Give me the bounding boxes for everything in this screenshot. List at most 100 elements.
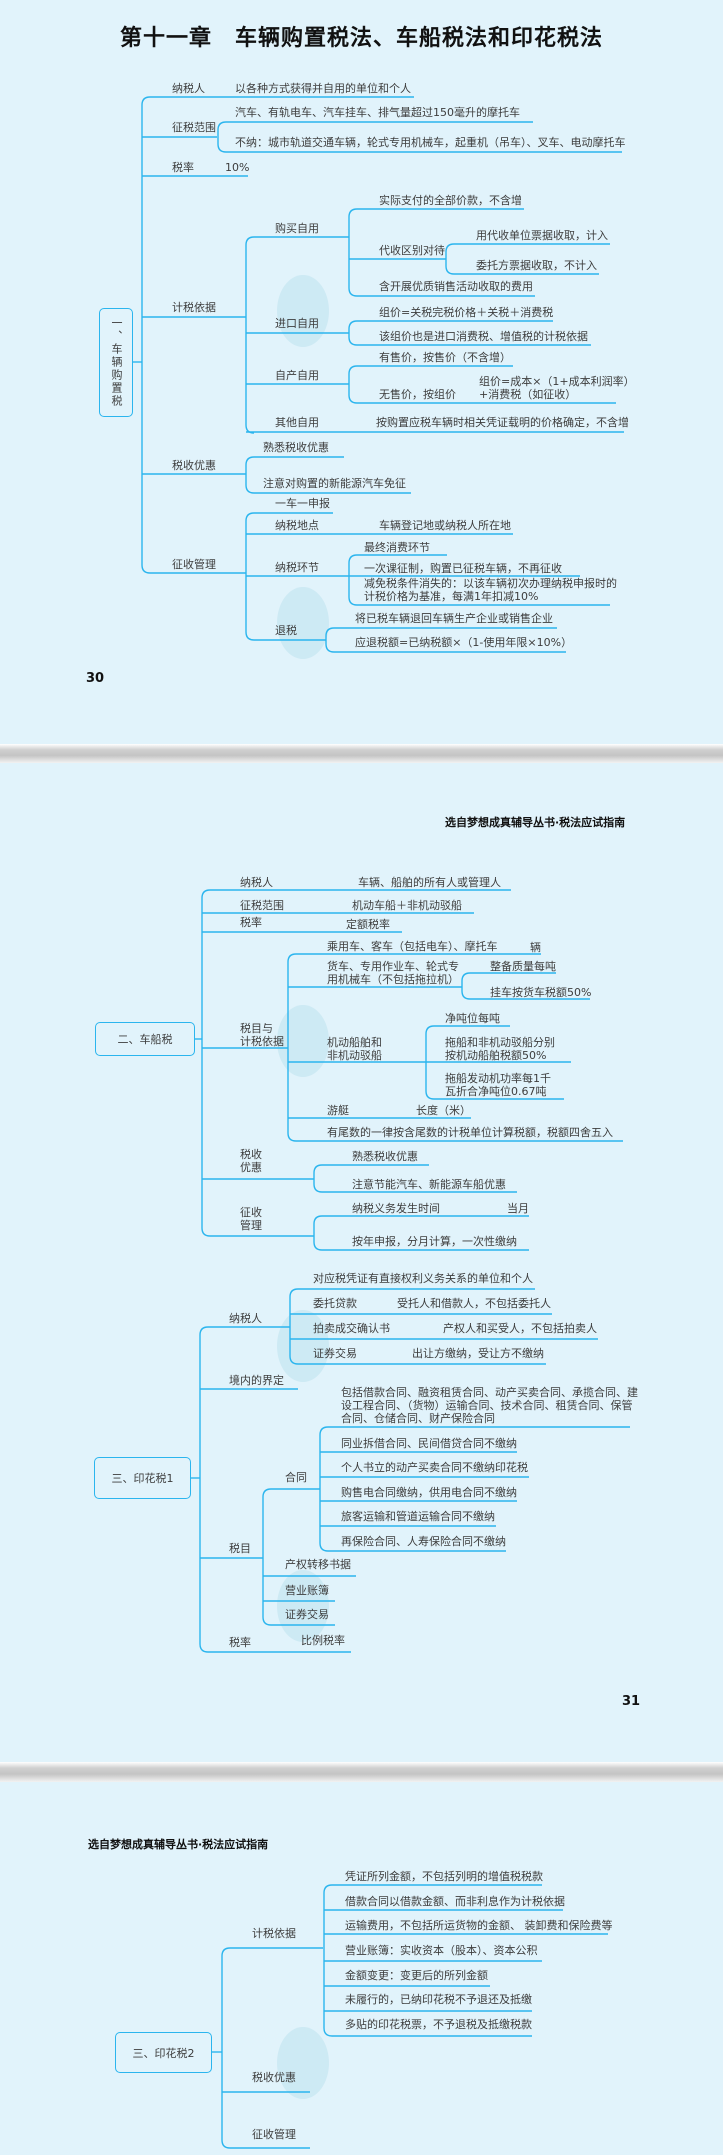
mindmap-node: 车辆登记地或纳税人所在地	[379, 519, 511, 532]
mindmap-node: 用代收单位票据收取，计入	[476, 229, 608, 242]
branch-bracket	[221, 1947, 231, 2149]
chapter-title: 第十一章 车辆购置税法、车船税法和印花税法	[119, 25, 603, 51]
mindmap-node: 旅客运输和管道运输合同不缴纳	[341, 1510, 495, 1523]
mindmap-node: 组价=成本×（1+成本利润率） +消费税（如征收）	[479, 375, 635, 401]
mindmap-node: 产权人和买受人，不包括拍卖人	[443, 1322, 597, 1335]
mindmap-root-vehicle-purchase-tax: 一、车辆购置税	[99, 308, 133, 417]
mindmap-node: 纳税人	[240, 876, 273, 889]
mindmap-node: 证券交易	[313, 1347, 357, 1360]
branch-bracket	[201, 889, 211, 1237]
mindmap-node: 借款合同以借款金额、而非利息作为计税依据	[345, 1895, 565, 1908]
mindmap-node: 货车、专用作业车、轮式专 用机械车（不包括拖拉机）	[327, 960, 459, 986]
mindmap-node: 未履行的，已纳印花税不予退还及抵缴	[345, 1993, 532, 2006]
mindmap-node: 税收 优惠	[240, 1148, 262, 1174]
mindmap-node: 对应税凭证有直接权利义务关系的单位和个人	[313, 1272, 533, 1285]
watermark-logo-icon	[277, 587, 329, 659]
mindmap-node: 凭证所列金额，不包括列明的增值税税款	[345, 1870, 543, 1883]
mindmap-node: 该组价也是进口消费税、增值税的计税依据	[379, 330, 588, 343]
mindmap-node: 按购置应税车辆时相关凭证载明的价格确定，不含增	[376, 416, 629, 429]
mindmap-node: 汽车、有轨电车、汽车挂车、排气量超过150毫升的摩托车	[235, 106, 520, 119]
mindmap-node: 含开展优质销售活动收取的费用	[379, 280, 533, 293]
watermark-logo-icon	[277, 2027, 329, 2099]
watermark-logo-icon	[277, 1005, 329, 1077]
mindmap-node: 乘用车、客车（包括电车）、摩托车	[327, 940, 498, 953]
page-number: 31	[622, 1694, 641, 1709]
mindmap-node: 定额税率	[346, 918, 390, 931]
mindmap-node: 代收区别对待	[379, 244, 445, 257]
mindmap-node: 税目	[229, 1542, 251, 1555]
mindmap-node: 以各种方式获得并自用的单位和个人	[235, 82, 411, 95]
mindmap-node: 组价=关税完税价格＋关税＋消费税	[379, 306, 554, 319]
mindmap-node: 挂车按货车税额50%	[490, 986, 592, 999]
branch-bracket	[289, 1288, 299, 1365]
mindmap-node: 运输费用，不包括所运货物的金额、 装卸费和保险费等	[345, 1919, 613, 1932]
mindmap-node: 纳税人	[229, 1312, 262, 1325]
mindmap-node: 当月	[507, 1202, 529, 1215]
branch-bracket	[319, 1426, 329, 1552]
page-separator	[0, 744, 723, 763]
mindmap-node: 税率	[229, 1636, 251, 1649]
watermark-logo-icon	[277, 1570, 329, 1642]
mindmap-root-stamp-tax-2: 三、印花税2	[115, 2032, 212, 2073]
branch-bracket	[141, 96, 151, 574]
mindmap-node: 10%	[225, 161, 250, 174]
watermark-logo-icon	[277, 1310, 329, 1382]
mindmap-node: 其他自用	[275, 416, 319, 429]
mindmap-node: 游艇	[327, 1104, 349, 1117]
mindmap-node: 受托人和借款人，不包括委托人	[397, 1297, 551, 1310]
mindmap-node: 产权转移书据	[285, 1558, 351, 1571]
branch-bracket	[217, 121, 227, 153]
mindmap-node: 纳税环节	[275, 561, 319, 574]
branch-bracket	[348, 208, 358, 297]
mindmap-node: 征收管理	[172, 558, 216, 571]
watermark-logo-icon	[277, 275, 329, 347]
mindmap-root-stamp-tax-1: 三、印花税1	[94, 1457, 191, 1499]
running-header: 选自梦想成真辅导丛书·税法应试指南	[445, 816, 626, 829]
mindmap-node: 整备质量每吨	[490, 960, 556, 973]
mindmap-node: 税目与 计税依据	[240, 1022, 284, 1048]
mindmap-node: 征收 管理	[240, 1206, 262, 1232]
mindmap-node: 机动车船＋非机动驳船	[352, 899, 462, 912]
mindmap-node: 净吨位每吨	[445, 1012, 500, 1025]
mindmap-node: 营业账簿	[285, 1584, 329, 1597]
page-separator	[0, 1762, 723, 1782]
mindmap-node: 无售价，按组价	[379, 388, 456, 401]
mindmap-node: 一次课征制，购置已征税车辆，不再征收	[364, 562, 562, 575]
mindmap-node: 辆	[530, 941, 541, 954]
mindmap-node: 纳税义务发生时间	[352, 1202, 440, 1215]
mindmap-node: 减免税条件消失的：以该车辆初次办理纳税申报时的 计税价格为基准，每满1年扣减10…	[364, 577, 617, 603]
mindmap-node: 纳税人	[172, 82, 205, 95]
branch-bracket	[287, 953, 297, 1142]
mindmap-node: 个人书立的动产买卖合同不缴纳印花税	[341, 1461, 528, 1474]
branch-bracket	[262, 1488, 272, 1626]
branch-bracket	[348, 320, 358, 346]
mindmap-node: 金额变更：变更后的所列金额	[345, 1969, 488, 1982]
mindmap-node: 证券交易	[285, 1608, 329, 1621]
mindmap-node: 购买自用	[275, 222, 319, 235]
mindmap-node: 购售电合同缴纳，供用电合同不缴纳	[341, 1486, 517, 1499]
page-32	[0, 1782, 723, 2155]
branch-bracket	[313, 1215, 323, 1251]
mindmap-node: 长度（米）	[416, 1104, 471, 1117]
mindmap-node: 进口自用	[275, 317, 319, 330]
mindmap-node: 熟悉税收优惠	[263, 441, 329, 454]
mindmap-node: 税率	[172, 161, 194, 174]
page-number: 30	[86, 671, 105, 686]
mindmap-node: 按年申报，分月计算，一次性缴纳	[352, 1235, 517, 1248]
mindmap-node: 应退税额=已纳税额×（1-使用年限×10%）	[355, 636, 573, 649]
mindmap-node: 征税范围	[172, 121, 216, 134]
mindmap-node: 实际支付的全部价款，不含增	[379, 194, 522, 207]
mindmap-node: 委托贷款	[313, 1297, 357, 1310]
branch-bracket	[325, 627, 335, 653]
mindmap-node: 计税依据	[172, 301, 216, 314]
mindmap-node: 不纳：城市轨道交通车辆，轮式专用机械车，起重机（吊车）、叉车、电动摩托车	[235, 136, 626, 149]
mindmap-node: 出让方缴纳，受让方不缴纳	[412, 1347, 544, 1360]
mindmap-node: 计税依据	[252, 1927, 296, 1940]
branch-bracket	[199, 1326, 209, 1653]
page-31	[0, 763, 723, 1762]
mindmap-node: 最终消费环节	[364, 541, 430, 554]
mindmap-node: 税收优惠	[252, 2071, 296, 2084]
mindmap-node: 同业拆借合同、民间借贷合同不缴纳	[341, 1437, 517, 1450]
mindmap-node: 将已税车辆退回车辆生产企业或销售企业	[355, 612, 553, 625]
